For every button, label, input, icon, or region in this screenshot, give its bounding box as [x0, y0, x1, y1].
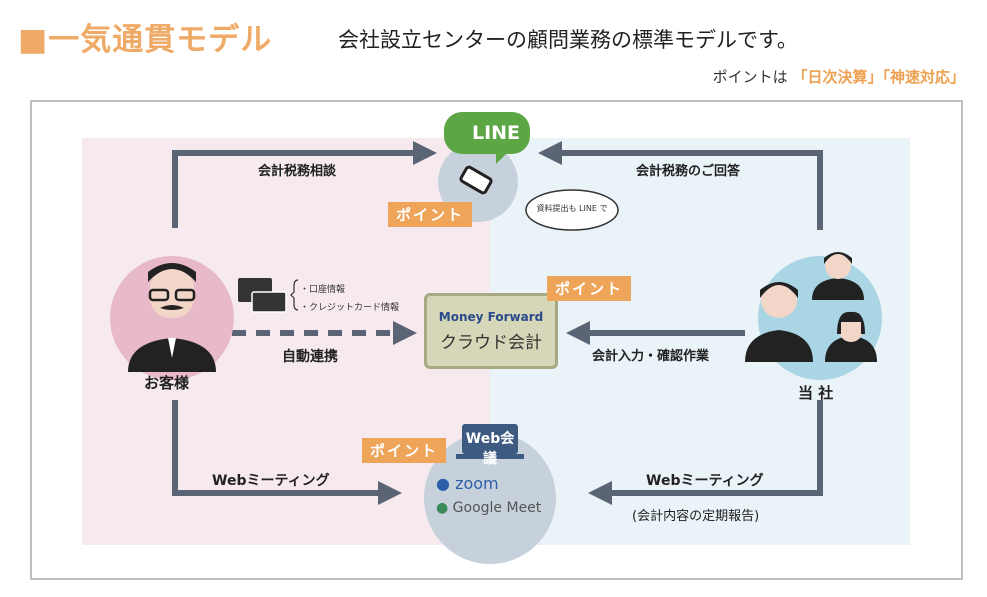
bank-item-card: ・クレジットカード情報	[300, 303, 400, 313]
line-bubble-text: 資料提出も LINE で	[536, 204, 608, 213]
page-title: ■一気通貫モデル	[18, 22, 273, 58]
arrow-web-right	[588, 400, 823, 505]
page-subtitle: 会社設立センターの顧問業務の標準モデルです。	[338, 28, 798, 52]
customer-avatar-icon	[128, 263, 216, 372]
point-prefix: ポイントは	[712, 68, 788, 86]
customer-label: お客様	[144, 374, 190, 392]
label-consult: 会計税務相談	[258, 164, 337, 179]
money-forward-logo: Money Forward	[438, 310, 544, 324]
brace	[290, 279, 299, 311]
arrow-consult	[172, 141, 437, 228]
google-meet-icon: ●	[436, 500, 449, 516]
arrow-answer	[538, 141, 823, 230]
google-meet-text: Google Meet	[452, 500, 542, 516]
label-input: 会計入力・確認作業	[592, 349, 710, 364]
point-1: 「日次決算」	[792, 68, 883, 86]
line-bubble-icon	[444, 112, 530, 164]
mf-point-badge: ポイント	[547, 276, 632, 301]
laptop-icon	[462, 424, 518, 454]
line-point-badge: ポイント	[388, 202, 473, 227]
label-web-left: Webミーティング	[212, 473, 330, 489]
google-meet-logo: ● Google Meet	[436, 500, 541, 516]
label-answer: 会計税務のご回答	[636, 164, 741, 179]
label-web-right-sub: (会計内容の定期報告)	[632, 509, 760, 524]
web-point-badge: ポイント	[362, 438, 447, 463]
company-label: 当 社	[798, 384, 834, 402]
zoom-icon: ●	[436, 474, 450, 493]
smartphone-icon	[459, 165, 493, 195]
line-logo: LINE	[471, 122, 521, 144]
bank-card-icon	[238, 278, 287, 313]
point-summary: ポイントは 「日次決算」「神速対応」	[713, 66, 965, 87]
zoom-logo: ● zoom	[436, 474, 499, 493]
label-web-right: Webミーティング	[646, 473, 764, 489]
point-2: 「神速対応」	[882, 68, 965, 86]
speech-bubble	[525, 189, 619, 231]
arrow-web-left	[172, 400, 402, 505]
money-forward-box: Money Forward クラウド会計	[424, 293, 558, 369]
label-auto: 自動連携	[282, 349, 338, 365]
web-meeting-title: Web会議	[465, 431, 515, 467]
staff-avatar-icon	[745, 252, 877, 362]
zoom-text: zoom	[455, 474, 499, 493]
money-forward-product: クラウド会計	[440, 333, 542, 353]
diagram-frame	[30, 100, 963, 580]
web-circle	[424, 432, 556, 564]
bank-item-account: ・口座情報	[300, 285, 346, 295]
